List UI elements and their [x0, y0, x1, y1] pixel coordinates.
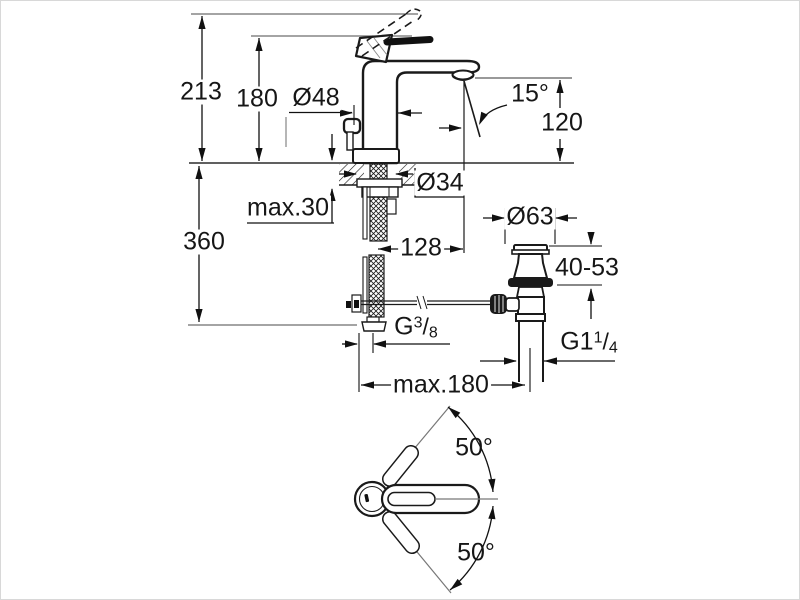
- dim-spout-angle: 15°: [509, 79, 551, 108]
- dim-waste-flange: Ø63: [504, 202, 556, 231]
- dim-body-diameter: Ø48: [290, 83, 342, 112]
- waste-thread-prefix: G1: [560, 327, 594, 356]
- waste-thread-denominator: 4: [608, 339, 618, 357]
- dim-spout-height: 120: [539, 108, 585, 137]
- pull-rod: [346, 131, 354, 151]
- dim-waste-thread: G11/4: [558, 327, 620, 357]
- supply-thread-prefix: G: [394, 312, 414, 341]
- dim-hole-diameter: Ø34: [414, 168, 466, 197]
- waste-thread-numerator: 1: [593, 329, 603, 347]
- faucet-body-and-spout: [361, 59, 481, 165]
- dim-height-to-lever: 180: [234, 84, 280, 113]
- handle-swivel-plan-view: [353, 404, 498, 594]
- lever-handle: [383, 36, 434, 46]
- dim-supply-thread: G3/8: [392, 312, 440, 342]
- pull-rod-knob: [342, 117, 362, 135]
- dim-swivel-up: 50°: [455, 433, 493, 462]
- dim-depth-below-deck: 360: [181, 227, 227, 256]
- waste-flange: [508, 278, 553, 287]
- dim-basin-thickness: 40-53: [553, 253, 621, 282]
- faucet-side-view: [342, 8, 481, 253]
- supply-thread-denominator: 8: [428, 324, 438, 342]
- pop-up-waste-assembly: [490, 244, 553, 382]
- dim-spout-reach: 128: [398, 233, 444, 262]
- dim-max-spacing: max.180: [391, 370, 491, 399]
- dim-swivel-down: 50°: [457, 538, 495, 567]
- waste-thread-slash: /: [602, 328, 609, 355]
- pop-up-rod-and-hose: [346, 186, 490, 332]
- base-escutcheon: [352, 148, 400, 164]
- lever-raised-position: [355, 8, 422, 57]
- aerator-lip: [452, 75, 474, 81]
- dim-deck-thickness: max.30: [245, 193, 331, 222]
- water-stream-line: [463, 80, 481, 138]
- dim-height-total: 213: [178, 77, 224, 106]
- supply-thread-numerator: 3: [413, 314, 423, 332]
- supply-thread-slash: /: [422, 313, 429, 340]
